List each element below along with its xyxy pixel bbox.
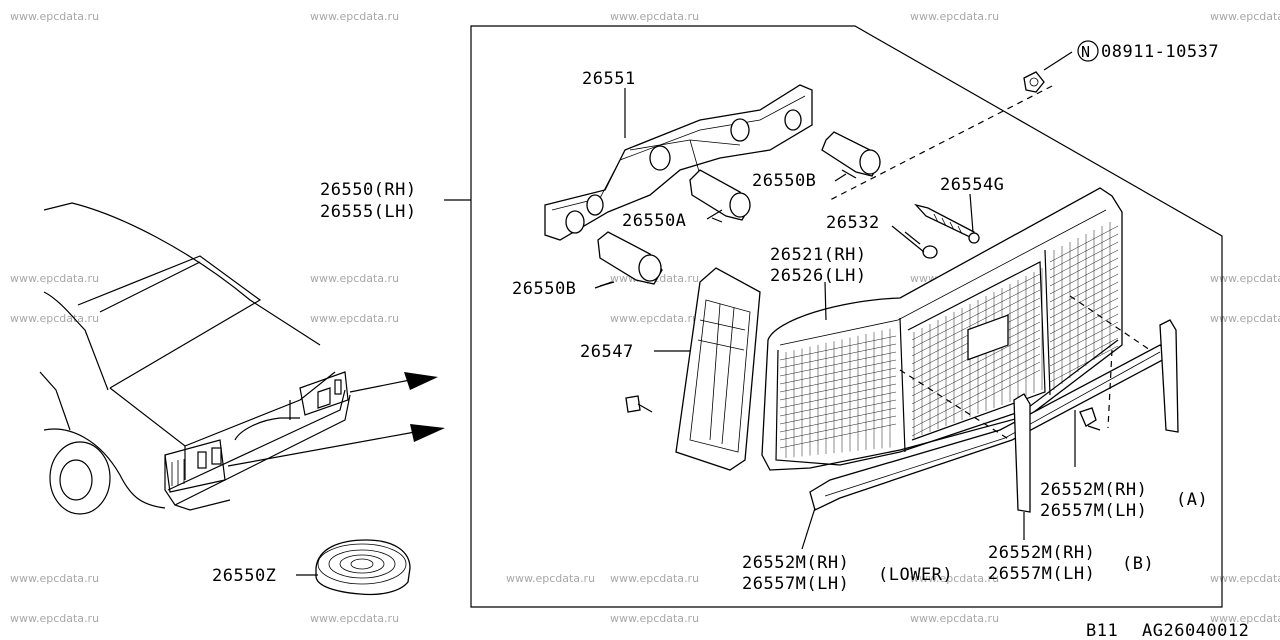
car-rear-illustration <box>39 202 445 515</box>
label-suffix-A: (A) <box>1176 490 1208 510</box>
screw-26532 <box>904 203 975 245</box>
watermark-text: www.epcdata.ru <box>1210 10 1280 23</box>
watermark-text: www.epcdata.ru <box>910 612 999 625</box>
seal-26550Z <box>315 539 411 596</box>
assembly-frame <box>470 25 1223 608</box>
label-08911-10537: 08911-10537 <box>1101 42 1219 62</box>
label-26550Z: 26550Z <box>212 566 276 586</box>
watermark-text: www.epcdata.ru <box>1210 572 1280 585</box>
label-suffix-B: (B) <box>1122 554 1154 574</box>
footer-model: B11 <box>1086 621 1118 640</box>
label-26557M-A-lh: 26557M(LH) <box>1040 501 1147 521</box>
label-26547: 26547 <box>580 342 634 362</box>
socket-plate-26551 <box>544 84 813 241</box>
watermark-text: www.epcdata.ru <box>610 312 699 325</box>
combination-lamp-26521 <box>761 187 1123 471</box>
watermark-text: www.epcdata.ru <box>1210 612 1280 625</box>
watermark-text: www.epcdata.ru <box>10 612 99 625</box>
nut-marker-circle <box>1077 40 1099 62</box>
nut-marker-letter: N <box>1081 43 1091 61</box>
finisher-guide-line <box>899 295 1151 441</box>
label-26557M-B-lh: 26557M(LH) <box>988 564 1095 584</box>
leader-08911 <box>1043 51 1073 71</box>
watermark-text: www.epcdata.ru <box>1210 272 1280 285</box>
nut-08911 <box>1023 71 1045 93</box>
clip-left <box>625 395 653 413</box>
label-26550B-bottom: 26550B <box>512 279 576 299</box>
label-26532: 26532 <box>826 213 880 233</box>
watermark-text: www.epcdata.ru <box>910 572 999 585</box>
clip-right <box>1079 407 1101 431</box>
watermark-text: www.epcdata.ru <box>1210 312 1280 325</box>
label-26550-rh: 26550(RH) <box>320 180 417 200</box>
label-26552M-lower-rh: 26552M(RH) <box>742 553 849 573</box>
watermark-text: www.epcdata.ru <box>610 10 699 23</box>
label-suffix-lower: (LOWER) <box>878 565 953 585</box>
leaders <box>296 173 1076 576</box>
label-26555-lh: 26555(LH) <box>320 202 417 222</box>
label-26551: 26551 <box>582 69 636 89</box>
watermark-text: www.epcdata.ru <box>10 312 99 325</box>
watermark-text: www.epcdata.ru <box>10 572 99 585</box>
nut-guide-line <box>829 85 1053 201</box>
label-26550B-top: 26550B <box>752 171 816 191</box>
watermark-text: www.epcdata.ru <box>310 312 399 325</box>
side-finisher-B <box>1013 393 1031 513</box>
watermark-text: www.epcdata.ru <box>610 572 699 585</box>
label-26552M-A-rh: 26552M(RH) <box>1040 480 1147 500</box>
label-26557M-lower-lh: 26557M(LH) <box>742 574 849 594</box>
label-26554G: 26554G <box>940 175 1004 195</box>
watermark-text: www.epcdata.ru <box>610 612 699 625</box>
bulb-26550B-top <box>821 131 881 179</box>
label-26552M-B-rh: 26552M(RH) <box>988 543 1095 563</box>
watermark-text: www.epcdata.ru <box>310 272 399 285</box>
bulb-26550A <box>689 169 751 223</box>
watermark-text: www.epcdata.ru <box>310 612 399 625</box>
label-26550A: 26550A <box>622 211 686 231</box>
label-26521-rh: 26521(RH) <box>770 245 867 265</box>
watermark-text: www.epcdata.ru <box>310 10 399 23</box>
watermark-text: www.epcdata.ru <box>10 272 99 285</box>
label-08911: N 08911-10537 <box>1077 40 1219 62</box>
watermark-text: www.epcdata.ru <box>10 10 99 23</box>
side-lens-26547 <box>675 267 761 471</box>
footer-code: AG26040012 <box>1142 621 1249 640</box>
watermark-text: www.epcdata.ru <box>910 10 999 23</box>
lens-grid <box>779 222 1119 458</box>
side-finisher-A <box>1159 319 1179 433</box>
washer-26554G <box>968 232 980 244</box>
washer-26532 <box>922 245 938 259</box>
watermark-text: www.epcdata.ru <box>506 572 595 585</box>
label-26526-lh: 26526(LH) <box>770 266 867 286</box>
